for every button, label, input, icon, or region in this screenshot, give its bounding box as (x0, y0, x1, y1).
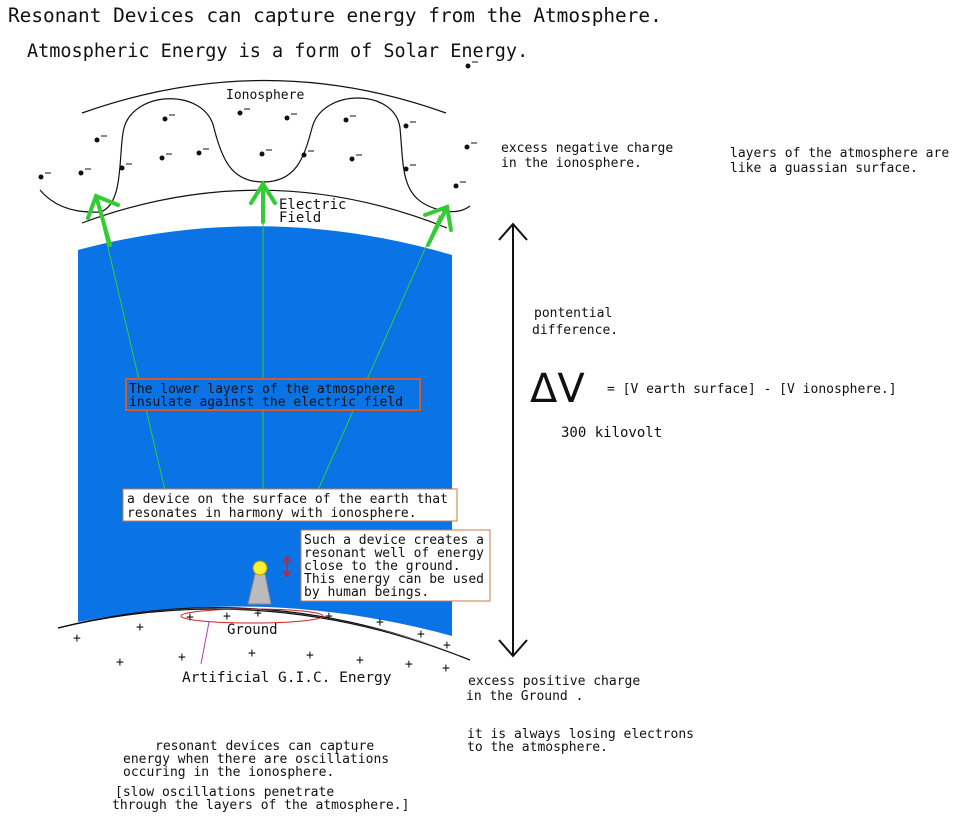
electron-mark (196, 148, 209, 156)
slow-oscillations-note-line1: [slow oscillations penetrate (115, 785, 334, 800)
device-callout-box (122, 488, 458, 522)
electron-mark (301, 150, 314, 158)
positive-charge-mark: + (405, 657, 413, 672)
electron-mark (464, 142, 477, 150)
electric-field-label-line1: Electric (279, 197, 346, 213)
positive-charge-mark: + (417, 627, 425, 642)
gaussian-note-line1: layers of the atmosphere are (730, 146, 949, 161)
electric-field-arrow-center (249, 180, 277, 224)
positive-charge-mark: + (443, 638, 451, 653)
electron-mark (159, 153, 172, 161)
device-text-line2: resonates in harmony with ionosphere. (127, 506, 417, 521)
voltage-value: 300 kilovolt (561, 425, 662, 441)
positive-charge-mark: + (254, 606, 262, 621)
positive-charges: + + + + + + + + + + + + + + + + (73, 606, 451, 676)
diagram-title: Resonant Devices can capture energy from… (8, 4, 662, 27)
electron-mark (237, 108, 250, 116)
insulate-text-line1: The lower layers of the atmosphere (129, 382, 395, 397)
positive-charge-mark: + (356, 653, 364, 668)
positive-charge-mark: + (306, 648, 314, 663)
potential-difference-arrow (498, 222, 528, 658)
electron-mark (78, 168, 91, 176)
field-line-left (97, 204, 166, 491)
ground-label: Ground (227, 622, 278, 638)
diagram-subtitle: Atmospheric Energy is a form of Solar En… (27, 41, 528, 62)
electron-mark (403, 164, 416, 172)
positive-charge-mark: + (248, 646, 256, 661)
oscillations-note-line3: occuring in the ionosphere. (123, 765, 334, 780)
potential-label-line1: pontential (534, 306, 612, 321)
gic-label: Artificial G.I.C. Energy (182, 670, 392, 686)
electron-mark (259, 149, 272, 157)
electron-mark (162, 114, 175, 122)
losing-electrons-note-line2: to the atmosphere. (467, 740, 608, 755)
electron-mark (119, 163, 132, 171)
positive-charge-mark: + (73, 631, 81, 646)
losing-electrons-note-line1: it is always losing electrons (467, 727, 694, 742)
delta-v-symbol: ΔV (530, 366, 585, 412)
negative-charge-note-line2: in the ionosphere. (501, 156, 642, 171)
electric-field-label-line2: Field (279, 210, 321, 226)
electric-field-arrow-right (423, 204, 453, 247)
positive-charge-mark: + (442, 661, 450, 676)
electron-mark (403, 121, 416, 129)
well-line-1: Such a device creates a (304, 533, 484, 548)
slow-oscillations-note-line2: through the layers of the atmosphere.] (112, 798, 409, 813)
electron-mark (343, 115, 356, 123)
electron-mark (284, 113, 297, 121)
insulate-text-line2: insulate against the electric field (129, 395, 403, 410)
positive-charge-mark: + (178, 650, 186, 665)
ground-area (60, 610, 460, 700)
positive-charge-mark: + (186, 610, 194, 625)
insulate-callout-box (125, 378, 421, 411)
electron-mark (465, 61, 478, 69)
positive-charge-mark: + (136, 620, 144, 635)
well-line-5: by human beings. (304, 585, 429, 600)
ionosphere-outer-boundary (81, 79, 447, 114)
electrons (38, 61, 478, 189)
energy-well-callout-box (300, 529, 491, 602)
field-line-right (317, 214, 441, 491)
positive-charge-mark: + (116, 655, 124, 670)
energy-well-text: Such a device creates a resonant well of… (304, 533, 484, 600)
electron-mark (38, 172, 51, 180)
oscillations-note-line1: resonant devices can capture (155, 739, 374, 754)
gaussian-note-line2: like a guassian surface. (730, 161, 918, 176)
positive-charge-note-line2: in the Ground . (466, 689, 583, 704)
electron-mark (453, 181, 466, 189)
well-line-2: resonant well of energy (304, 546, 484, 561)
positive-charge-mark: + (325, 609, 333, 624)
positive-charge-mark: + (223, 609, 231, 624)
ionosphere-label: Ionosphere (226, 88, 304, 103)
resonant-device-light (252, 560, 268, 576)
well-line-4: This energy can be used (304, 572, 484, 587)
electron-mark (349, 154, 362, 162)
oscillations-note-line2: energy when there are oscillations (123, 752, 389, 767)
electron-mark (94, 135, 107, 143)
negative-charge-note-line1: excess negative charge (501, 141, 673, 156)
oscillation-arrow-icon (282, 555, 292, 578)
well-line-3: close to the ground. (304, 559, 461, 574)
device-text-line1: a device on the surface of the earth tha… (127, 492, 448, 507)
ground-surface-line (57, 608, 471, 661)
positive-charge-note-line1: excess positive charge (468, 674, 640, 689)
gic-pointer-line (200, 621, 210, 665)
gic-ellipse (180, 608, 324, 624)
potential-label-line2: difference. (532, 323, 618, 338)
positive-charge-mark: + (376, 615, 384, 630)
electric-field-arrow-left (86, 193, 120, 247)
voltage-equation: = [V earth surface] - [V ionosphere.] (607, 382, 897, 397)
